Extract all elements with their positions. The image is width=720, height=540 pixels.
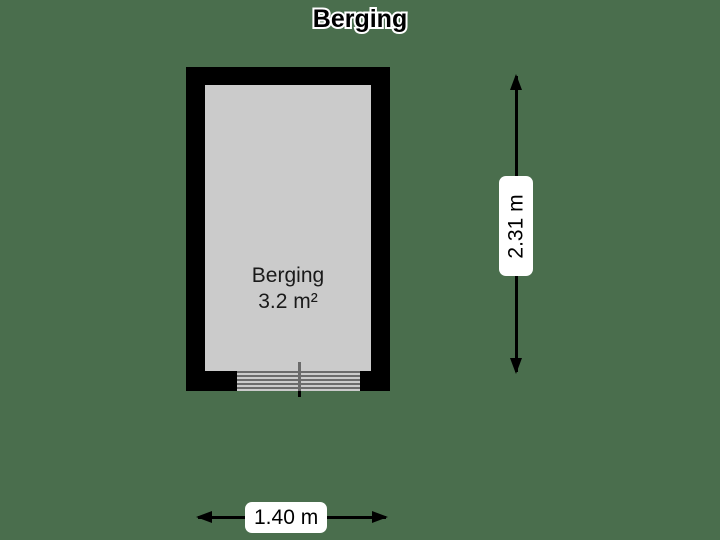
dimension-height-text: 2.31 m: [504, 193, 528, 259]
arrow-down-icon: [510, 358, 522, 374]
dimension-label-height: 2.31 m: [499, 176, 533, 276]
room-berging[interactable]: Berging 3.2 m²: [186, 67, 390, 397]
dimension-width-text: 1.40 m: [254, 506, 319, 529]
room-floor: [205, 85, 371, 371]
arrow-right-icon: [372, 511, 388, 523]
arrow-up-icon: [510, 74, 522, 90]
dimension-label-width: 1.40 m: [245, 502, 328, 533]
door-center-mullion-extension-icon: [298, 391, 301, 397]
page-title: Berging: [311, 3, 409, 35]
arrow-left-icon: [196, 511, 212, 523]
door-center-mullion-icon: [298, 362, 301, 396]
